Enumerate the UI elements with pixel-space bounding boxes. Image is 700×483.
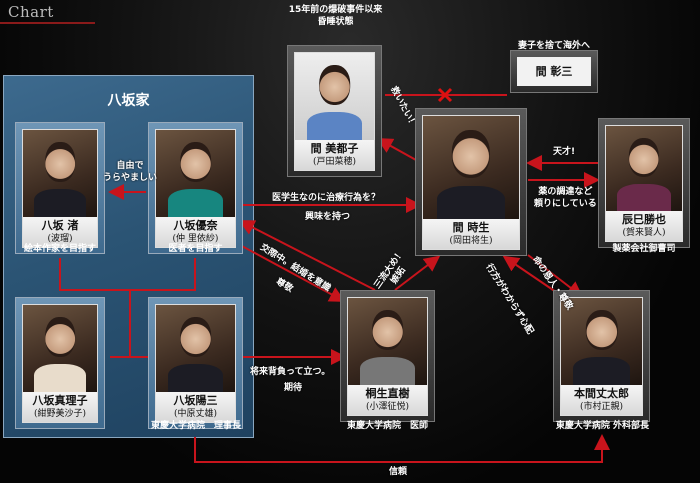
photo-mariko <box>22 304 98 392</box>
photo-yuna <box>155 129 236 217</box>
broken-x-icon <box>437 87 453 103</box>
chart-title: Chart <box>8 3 54 21</box>
photo-kiryu <box>347 297 428 385</box>
label-yuna-nagisa-1: 自由で <box>116 161 144 171</box>
caption-yozo: 東慶大学病院 理事長 <box>150 421 241 431</box>
caption-honma: 東慶大学病院 外科部長 <box>555 421 650 431</box>
caption-mitsuko: 15年前の爆破事件以来昏睡状態 <box>278 4 393 28</box>
arrow-honma-tokio <box>502 255 557 293</box>
name-akizo: 間 彰三 <box>517 57 591 86</box>
actor-yuna: (仲 里依紗) <box>172 234 219 244</box>
caption-akizo: 妻子を捨て海外へ <box>517 41 590 51</box>
family-title: 八坂家 <box>107 93 150 109</box>
label-yozo-honma: 信頼 <box>389 467 408 477</box>
label-yuna-tokio-2: 興味を持つ <box>305 212 351 222</box>
card-nagisa[interactable]: 八坂 渚 (波瑠) <box>15 122 105 254</box>
label-yozo-kiryu-2: 期待 <box>284 383 303 393</box>
actor-kiryu: (小澤征悦) <box>365 402 410 412</box>
title-underline <box>0 22 95 24</box>
name-tatsumi: 辰巳勝也 <box>622 213 666 226</box>
card-mitsuko[interactable]: 間 美都子 (戸田菜穂) <box>287 45 382 177</box>
label-yuna-nagisa-2: うらやましい <box>103 173 158 183</box>
name-nagisa: 八坂 渚 <box>41 219 79 232</box>
actor-mitsuko: (戸田菜穂) <box>312 157 357 167</box>
name-kiryu: 桐生直樹 <box>365 387 410 400</box>
actor-tatsumi: (賀来賢人) <box>622 228 666 238</box>
name-mitsuko: 間 美都子 <box>310 142 359 155</box>
label-tokio-tatsumi-1: 薬の調達など <box>538 187 593 197</box>
card-tokio[interactable]: 間 時生 (岡田将生) <box>415 108 527 256</box>
arrow-yozo-honma <box>194 434 610 463</box>
actor-yozo: (中原丈雄) <box>173 409 218 419</box>
photo-tatsumi <box>605 125 683 211</box>
family-connector <box>59 258 196 358</box>
photo-honma <box>560 297 643 385</box>
card-akizo[interactable]: 間 彰三 <box>510 50 598 93</box>
photo-yozo <box>155 304 236 392</box>
caption-mitsuko-2: 昏睡状態 <box>317 17 354 27</box>
name-yuna: 八坂優奈 <box>173 219 218 232</box>
name-tokio: 間 時生 <box>452 221 490 234</box>
actor-mariko: (紺野美沙子) <box>33 409 87 419</box>
label-tatsumi-tokio: 天才! <box>553 147 576 157</box>
label-yozo-kiryu-1: 将来背負って立つ。 <box>250 367 331 377</box>
caption-mitsuko-1: 15年前の爆破事件以来 <box>288 5 383 15</box>
name-mariko: 八坂真理子 <box>32 394 88 407</box>
caption-nagisa: 絵本作家を目指す <box>23 244 96 254</box>
label-yuna-tokio-1: 医学生なのに治療行為を？ <box>272 193 381 203</box>
caption-tatsumi: 製薬会社御曹司 <box>612 244 676 254</box>
card-kiryu[interactable]: 桐生直樹 (小澤征悦) <box>340 290 435 422</box>
name-honma: 本間丈太郎 <box>574 387 629 400</box>
card-yozo[interactable]: 八坂陽三 (中原丈雄) <box>148 297 243 429</box>
card-mariko[interactable]: 八坂真理子 (紺野美沙子) <box>15 297 105 429</box>
photo-nagisa <box>22 129 98 217</box>
arrow-kiryu-tokio <box>394 255 441 291</box>
name-yozo: 八坂陽三 <box>173 394 218 407</box>
photo-tokio <box>422 115 520 219</box>
label-tokio-tatsumi-2: 頼りにしている <box>534 199 597 209</box>
card-honma[interactable]: 本間丈太郎 (市村正親) <box>553 290 650 422</box>
caption-kiryu: 東慶大学病院 医師 <box>346 421 428 431</box>
arrow-tokio-honma <box>527 254 584 298</box>
arrow-kiryu-yuna <box>238 220 376 291</box>
label-tokio-tatsumi: 薬の調達など頼りにしている <box>534 186 597 210</box>
card-tatsumi[interactable]: 辰巳勝也 (賀来賢人) <box>598 118 690 248</box>
actor-tokio: (岡田将生) <box>449 236 493 246</box>
caption-yuna: 医者を目指す <box>168 244 223 254</box>
card-yuna[interactable]: 八坂優奈 (仲 里依紗) <box>148 122 243 254</box>
actor-nagisa: (波瑠) <box>47 234 73 244</box>
arrow-yuna-kiryu <box>239 244 346 302</box>
actor-honma: (市村正親) <box>579 402 624 412</box>
photo-mitsuko <box>294 52 375 140</box>
label-yuna-nagisa: 自由でうらやましい <box>103 160 157 184</box>
